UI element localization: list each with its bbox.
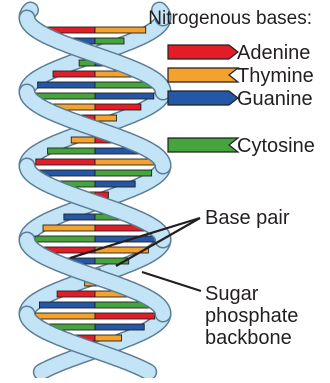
legend-item-adenine: Adenine (168, 42, 310, 64)
adenine-swatch (168, 45, 238, 59)
base-pair-half (53, 71, 95, 77)
base-pair-half (95, 170, 152, 176)
base-pair-half (95, 38, 124, 44)
legend-title: Nitrogenous bases: (148, 8, 312, 29)
legend: Nitrogenous bases: Adenine Thymine Guani… (148, 8, 315, 157)
thymine-swatch (168, 68, 238, 82)
base-pair-half (95, 324, 144, 330)
base-pair-half (36, 93, 95, 99)
base-pair-half (95, 27, 146, 33)
guanine-swatch (168, 91, 238, 105)
base-pair-half (95, 313, 155, 319)
backbone-label-line-1: Sugar (205, 283, 259, 305)
backbone-leader-line (142, 272, 201, 291)
guanine-label: Guanine (237, 88, 313, 110)
double-helix (27, 10, 163, 372)
base-pair-half (71, 137, 95, 143)
base-pair-half (35, 236, 95, 242)
base-pair-half (43, 225, 95, 231)
base-pair-half (64, 214, 95, 220)
legend-item-thymine: Thymine (168, 65, 314, 87)
base-pair-half (36, 159, 95, 165)
base-pair-half (48, 148, 95, 154)
legend-item-cytosine: Cytosine (168, 135, 315, 157)
base-pair-half (39, 302, 95, 308)
base-pair-half (57, 291, 95, 297)
legend-item-guanine: Guanine (168, 88, 313, 110)
base-pair-half (95, 159, 154, 165)
base-pair-half (38, 82, 95, 88)
cytosine-swatch (168, 138, 238, 152)
base-pair-half (95, 104, 141, 110)
base-pair-half (95, 335, 122, 341)
backbone-label-line-3: backbone (205, 327, 292, 349)
adenine-label: Adenine (237, 42, 310, 64)
base-pair-half (95, 115, 116, 121)
base-pair-label: Base pair (205, 207, 290, 229)
base-pair-half (35, 313, 95, 319)
thymine-label: Thymine (237, 65, 314, 87)
backbone-label-line-2: phosphate (205, 305, 298, 327)
base-pair-half (95, 181, 135, 187)
cytosine-label: Cytosine (237, 135, 315, 157)
base-pair-half (95, 93, 154, 99)
